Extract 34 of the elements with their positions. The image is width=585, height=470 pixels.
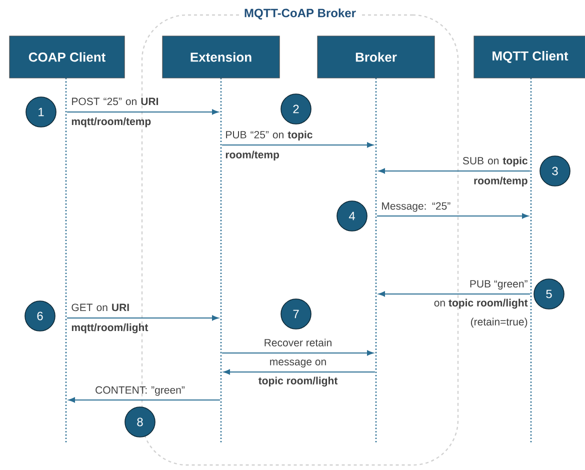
group-title: MQTT-CoAP Broker — [241, 5, 359, 23]
message-label: PUB “green” on topic room/light (retain=true) — [434, 280, 528, 328]
participant-box: COAP Client — [9, 36, 125, 78]
message-arrow — [378, 291, 530, 297]
message-label: GET on URI mqtt/room/light — [72, 304, 148, 334]
participant-box: Broker — [317, 36, 435, 78]
message-arrow — [68, 397, 220, 403]
message-label: POST “25” on URI mqtt/room/temp — [72, 98, 158, 128]
step-number: 5 — [534, 278, 564, 310]
lifeline — [375, 78, 377, 443]
message-label: Message: “25” — [382, 202, 450, 212]
message-label: SUB on topic room/temp — [462, 156, 528, 186]
message-arrow — [378, 168, 530, 174]
message-arrow — [376, 213, 528, 219]
message-arrow — [66, 315, 218, 321]
step-number: 7 — [280, 298, 312, 330]
message-arrow — [222, 142, 374, 148]
lifeline — [530, 78, 532, 443]
message-label: Recover retain message on topic room/light — [258, 338, 338, 387]
step-number: 3 — [540, 156, 570, 186]
lifeline — [220, 78, 222, 443]
step-number: 2 — [280, 94, 312, 124]
message-label: CONTENT: ”green” — [96, 386, 185, 396]
step-number: 4 — [336, 200, 368, 232]
message-arrow — [224, 369, 376, 375]
step-number: 1 — [26, 96, 56, 128]
step-number: 8 — [124, 406, 156, 438]
message-arrow — [222, 350, 374, 356]
message-label: PUB “25” on topic room/temp — [226, 130, 312, 160]
step-number: 6 — [24, 300, 56, 332]
participant-box: MQTT Client — [474, 36, 585, 78]
participant-box: Extension — [162, 36, 280, 78]
message-arrow — [66, 109, 218, 115]
lifeline — [65, 78, 67, 443]
